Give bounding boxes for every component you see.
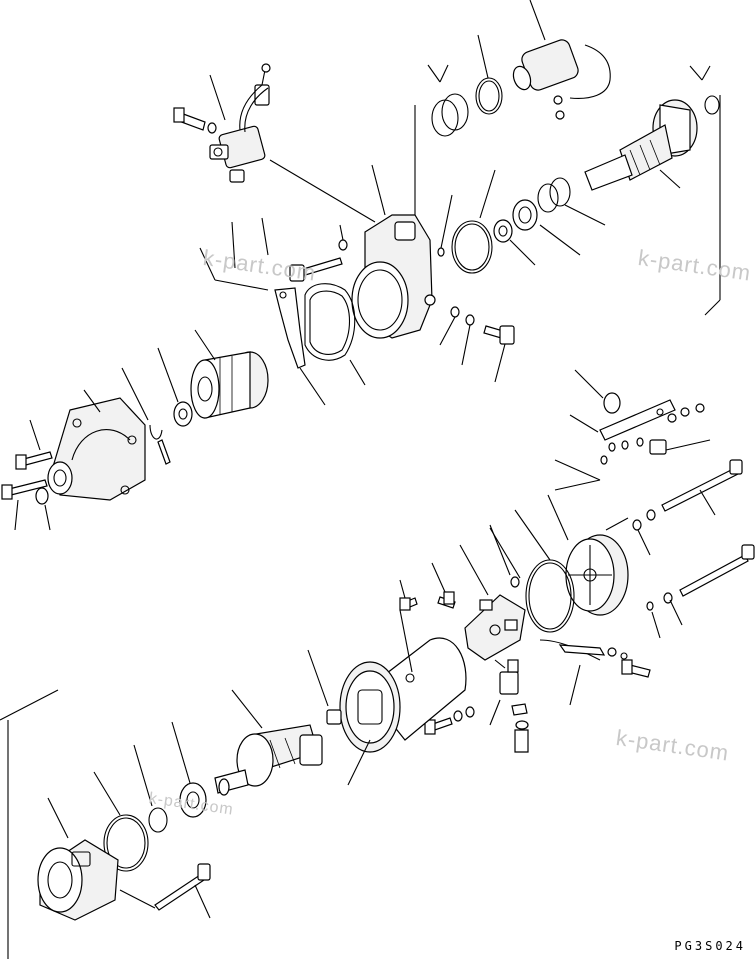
housing-bolts-left [1,419,53,531]
through-bolt-lower [646,544,755,639]
housing-small-parts [439,306,515,383]
yoke-nut [307,649,342,725]
rear-end-frame [514,494,651,616]
brush-holder [459,524,526,661]
bearing-washers [493,177,606,266]
pinion-washer [157,347,193,427]
front-housing [269,159,436,339]
o-ring-upper [475,34,503,115]
gear-housing-front [47,389,146,501]
bolt-with-washers [199,217,348,291]
o-rings-lower [93,744,168,872]
armature [214,689,323,796]
drawing-code: PG3S024 [674,939,746,953]
wiring-bracket-lower-right [539,459,651,706]
overrunning-clutch [190,329,269,419]
snap-ring [121,367,171,465]
brush-spring [489,659,529,753]
gasket-plate [304,283,366,386]
pinion-shaft [584,99,698,191]
screws-lower [399,562,506,735]
yoke-field-frame [339,609,467,786]
bearing-lower [171,721,207,818]
terminal-plate [569,399,711,465]
relay-with-lead [173,63,271,183]
shim-washers [414,64,469,240]
through-bolt-rear [119,863,211,919]
magnetic-switch [512,0,611,120]
through-bolt-upper [646,459,743,521]
connector-cap [574,369,621,414]
small-washer-top-right [689,65,721,316]
shift-lever [274,287,326,406]
rear-bracket [0,689,119,959]
o-ring-housing [437,169,496,274]
